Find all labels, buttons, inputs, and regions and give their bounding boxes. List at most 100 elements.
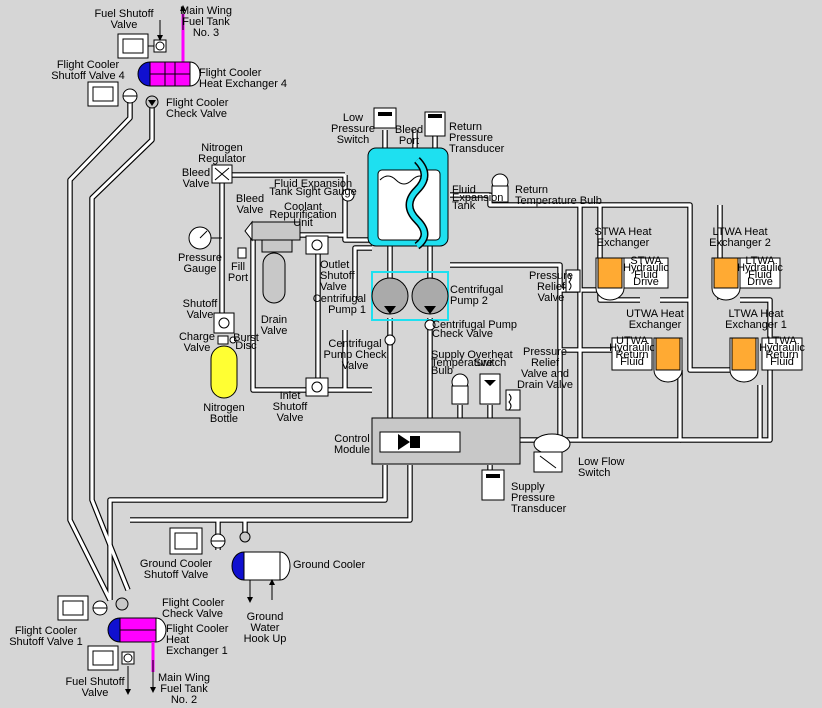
label-line: Bleed <box>182 167 210 179</box>
label-line: Main Wing <box>158 672 210 684</box>
label-line: Ground Cooler <box>140 558 212 570</box>
centrifugal-pumps <box>371 271 449 321</box>
label-line: Hydraulic <box>623 262 669 274</box>
ltwa-heat-exchanger-2 <box>711 257 781 301</box>
label-line: Flight Cooler <box>162 597 225 609</box>
pipe-segment <box>130 465 412 522</box>
label-line: Valve <box>237 204 264 216</box>
label-line: Repurification <box>269 209 336 221</box>
label-line: Shutoff <box>183 298 219 310</box>
label-line: Valve <box>184 342 211 354</box>
label-line: Pressure <box>523 346 567 358</box>
flight-cooler-check-valve-bottom <box>115 597 129 611</box>
flight-cooler-shutoff-valve-1 <box>57 595 108 621</box>
label-line: Valve <box>261 325 288 337</box>
label-line: Fluid <box>770 356 794 368</box>
label-line: Shutoff Valve 1 <box>9 636 83 648</box>
label-line: Inlet <box>280 390 301 402</box>
label-line: Transducer <box>449 143 505 155</box>
label-line: Burst <box>233 332 259 344</box>
label-line: Nitrogen <box>201 142 243 154</box>
label-line: Fluid <box>620 356 644 368</box>
label-line: Switch <box>337 134 369 146</box>
label-line: Drain <box>261 314 287 326</box>
label-line: Heat Exchanger 4 <box>199 78 287 90</box>
pipe-segment <box>353 246 372 300</box>
label-line: No. 3 <box>193 27 219 39</box>
label-line: Return <box>765 349 798 361</box>
label-line: Drive <box>747 276 773 288</box>
label-line: Pump Check <box>324 349 387 361</box>
label-line: Return <box>449 121 482 133</box>
label-line: Switch <box>474 357 506 369</box>
label-line: Module <box>334 444 370 456</box>
label-line: Fuel Shutoff <box>65 676 125 688</box>
nitrogen-regulator <box>211 164 233 184</box>
pipe-segment <box>108 465 387 600</box>
label-line: Shutoff <box>320 270 356 282</box>
pressure-relief-and-drain-valve <box>505 389 521 411</box>
pipe-segment <box>450 263 562 440</box>
label-line: Fluid <box>452 184 476 196</box>
label-line: Centrifugal <box>328 338 381 350</box>
pipe-segment <box>250 235 318 393</box>
label-line: Exchanger <box>629 319 682 331</box>
low-pressure-switch <box>373 107 397 129</box>
label-line: Charge <box>179 331 215 343</box>
label-line: Ground <box>247 611 284 623</box>
pipe-segment <box>251 235 318 392</box>
label-line: Bleed <box>236 193 264 205</box>
label-line: Hydraulic <box>759 342 805 354</box>
label-line: Bleed <box>395 124 423 136</box>
label-line: Control <box>334 433 369 445</box>
pressure-gauge <box>188 226 222 250</box>
label-line: Exchanger <box>597 237 650 249</box>
label-line: Flight Cooler <box>15 625 78 637</box>
label-line: Hydraulic <box>737 262 783 274</box>
label-line: Valve and <box>521 368 569 380</box>
label-line: Port <box>399 135 419 147</box>
label-ground-cooler: Ground Cooler <box>293 559 365 571</box>
label-line: Switch <box>578 467 610 479</box>
label-line: Low <box>343 112 363 124</box>
label-line: Hydraulic <box>609 342 655 354</box>
label-line: Hook Up <box>244 633 287 645</box>
label-line: Flight Cooler <box>166 97 229 109</box>
stwa-heat-exchanger <box>595 257 669 301</box>
label-line: Drive <box>633 276 659 288</box>
label-line: Unit <box>293 217 313 229</box>
label-line: Relief <box>531 357 560 369</box>
label-line: Fluid Expansion <box>274 178 352 190</box>
label-line: Drain Valve <box>517 379 573 391</box>
label-line: Pressure <box>511 492 555 504</box>
low-flow-switch <box>533 433 571 473</box>
charge-valve <box>217 335 237 345</box>
label-line: Check Valve <box>166 108 227 120</box>
label-line: LTWA <box>767 335 797 347</box>
label-line: Temperature Bulb <box>515 195 602 207</box>
pressure-relief-valve <box>565 269 581 293</box>
label-line: Regulator <box>198 153 246 165</box>
label-line: Bulb <box>431 365 453 377</box>
label-line: Fuel Tank <box>182 16 230 28</box>
